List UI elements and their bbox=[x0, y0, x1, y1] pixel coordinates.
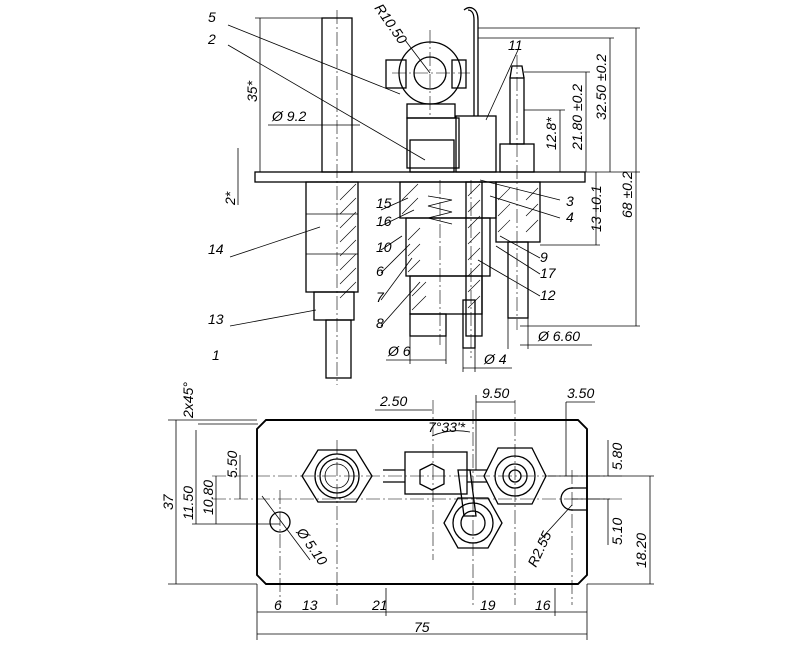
dim-1820: 18.20 bbox=[633, 533, 649, 568]
hatch-left-pin bbox=[339, 183, 357, 299]
dim-128: 12.8* bbox=[543, 117, 559, 150]
label-part-7: 7 bbox=[376, 289, 385, 305]
dim-phi660: Ø 6.60 bbox=[537, 328, 580, 344]
label-part-14: 14 bbox=[208, 241, 224, 257]
dim-2180: 21.80 ±0.2 bbox=[569, 84, 585, 151]
dim-angle: 7°33'* bbox=[428, 419, 466, 435]
label-part-15: 15 bbox=[376, 195, 392, 211]
dim-13: 13 ±0.1 bbox=[588, 185, 604, 232]
dim-phi92: Ø 9.2 bbox=[271, 108, 306, 124]
dim-68: 68 ±0.2 bbox=[619, 171, 635, 218]
dim-b16: 16 bbox=[535, 597, 551, 613]
dim-350: 3.50 bbox=[567, 385, 594, 401]
label-part-4: 4 bbox=[566, 209, 574, 225]
dim-b19: 19 bbox=[480, 597, 496, 613]
label-part-12: 12 bbox=[540, 287, 556, 303]
label-part-16: 16 bbox=[376, 213, 392, 229]
dim-37: 37 bbox=[160, 493, 176, 510]
section-leaders bbox=[227, 24, 561, 327]
label-part-8: 8 bbox=[376, 315, 384, 331]
dim-chamfer: 2x45° bbox=[180, 382, 196, 419]
dim-phi4: Ø 4 bbox=[483, 351, 507, 367]
dim-b6: 6 bbox=[274, 597, 282, 613]
section-dimension-text: R10.50 35* Ø 9.2 2* 12.8* 21.80 ±0.2 32.… bbox=[222, 1, 635, 367]
dim-b13: 13 bbox=[302, 597, 318, 613]
dim-580: 5.80 bbox=[609, 443, 625, 470]
dim-250: 2.50 bbox=[379, 393, 407, 409]
plan-dimension-lines bbox=[168, 395, 654, 640]
dim-510: 5.10 bbox=[609, 518, 625, 545]
dim-950: 9.50 bbox=[482, 385, 509, 401]
part-number-labels: 5 2 11 14 13 15 16 10 6 7 8 3 4 9 17 12 … bbox=[207, 9, 574, 363]
dim-b75: 75 bbox=[414, 619, 430, 635]
label-part-17: 17 bbox=[540, 265, 557, 281]
hatch-right-pin bbox=[497, 187, 539, 233]
dim-phi6: Ø 6 bbox=[387, 343, 411, 359]
label-part-1: 1 bbox=[212, 347, 220, 363]
dim-1150: 11.50 bbox=[180, 486, 196, 520]
label-part-2: 2 bbox=[207, 31, 216, 47]
dim-r255: R2.55 bbox=[524, 528, 554, 569]
dim-35: 35* bbox=[244, 80, 260, 102]
label-part-13: 13 bbox=[208, 311, 224, 327]
label-part-11: 11 bbox=[508, 37, 523, 53]
dim-550: 5.50 bbox=[224, 451, 240, 478]
label-part-5: 5 bbox=[208, 9, 216, 25]
dim-phi510: Ø 5.10 bbox=[293, 524, 331, 569]
dim-3250: 32.50 ±0.2 bbox=[593, 54, 609, 120]
hatch-housing bbox=[401, 183, 481, 311]
label-part-10: 10 bbox=[376, 239, 392, 255]
label-part-3: 3 bbox=[566, 193, 574, 209]
dim-b21: 21 bbox=[371, 597, 388, 613]
dim-2: 2* bbox=[222, 191, 238, 206]
section-view bbox=[254, 7, 586, 385]
plan-view bbox=[212, 400, 625, 605]
dim-1080: 10.80 bbox=[200, 480, 216, 515]
label-part-9: 9 bbox=[540, 249, 548, 265]
label-part-6: 6 bbox=[376, 263, 384, 279]
section-dimension-lines bbox=[237, 17, 640, 372]
dim-r1050: R10.50 bbox=[372, 1, 411, 47]
